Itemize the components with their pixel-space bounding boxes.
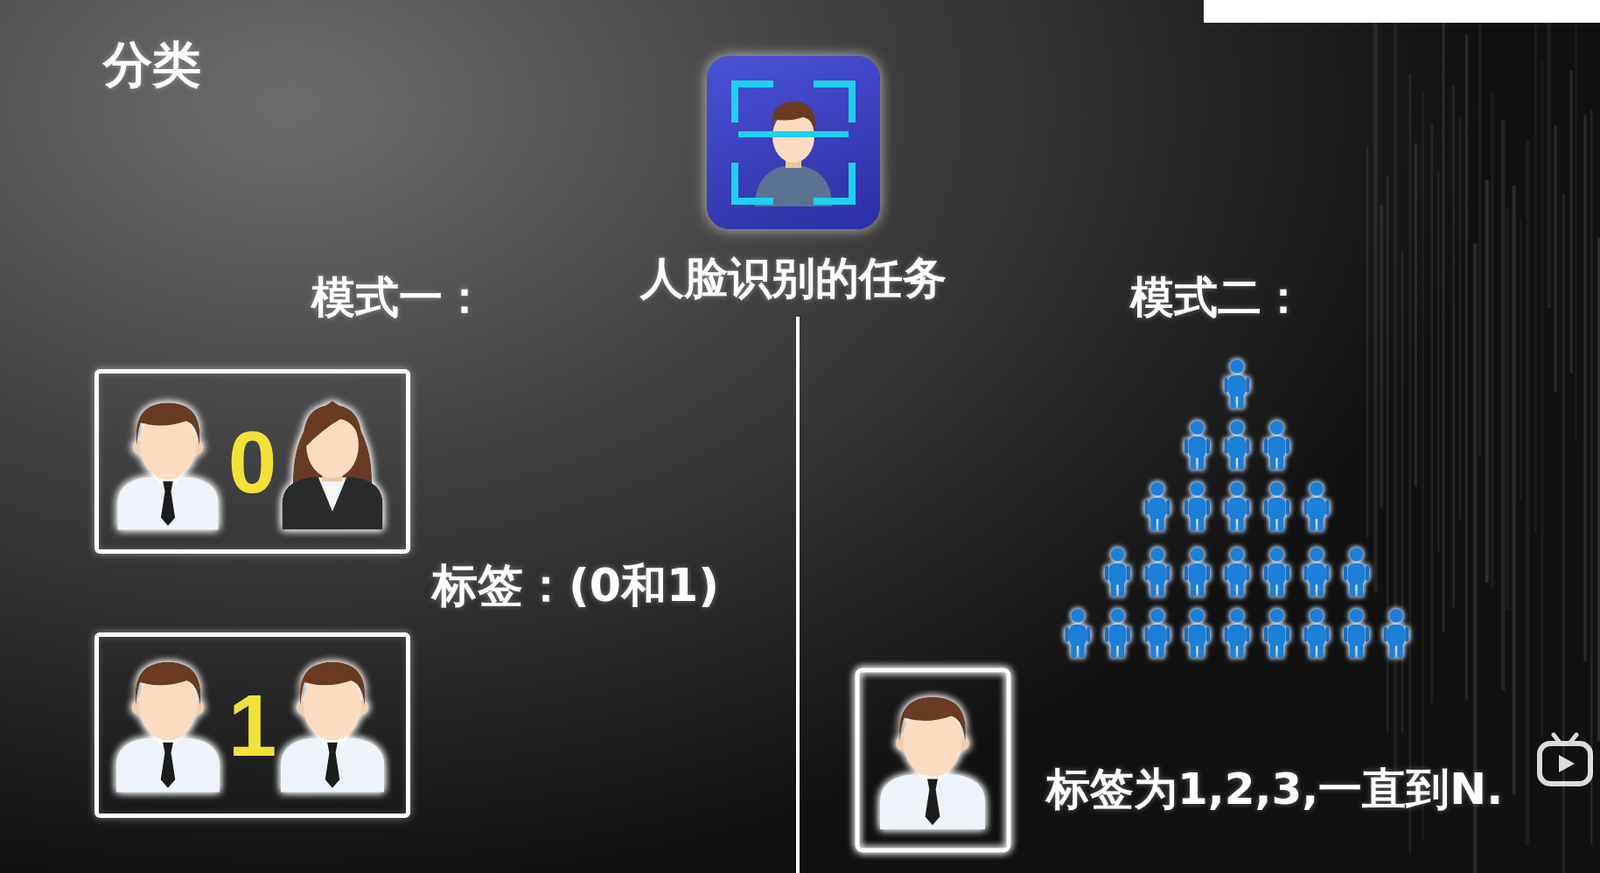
binary-strip xyxy=(1386,176,1389,734)
man-figure xyxy=(118,403,219,531)
app-icon: 人脸识别的任务 xyxy=(706,55,881,230)
binary-strip xyxy=(1525,140,1530,846)
top-bar xyxy=(1203,0,1600,23)
crowd-figure xyxy=(1104,547,1131,597)
crowd-figure xyxy=(1184,482,1210,532)
binary-strip xyxy=(1437,171,1440,552)
label-note: 标签：(0和1) xyxy=(432,558,720,613)
icon-caption: 人脸识别的任务 xyxy=(640,251,947,305)
crowd-figure xyxy=(1383,608,1409,658)
crowd-figure xyxy=(1343,608,1370,658)
crowd-figure xyxy=(1264,547,1290,597)
crowd-figure xyxy=(1223,547,1250,597)
binary-strip xyxy=(1562,194,1566,873)
binary-strip xyxy=(1490,94,1495,589)
crowd-figure xyxy=(1223,608,1250,658)
binary-strip xyxy=(1431,123,1434,703)
binary-strip xyxy=(1414,143,1418,487)
binary-strip xyxy=(1540,60,1544,738)
label-note: 标签为1,2,3,一直到N. xyxy=(1046,762,1503,816)
man-figure xyxy=(280,662,385,793)
binary-strip xyxy=(1505,208,1510,610)
binary-strip xyxy=(1373,20,1378,594)
crowd-figure xyxy=(1144,608,1170,658)
crowd-figure xyxy=(1064,608,1090,658)
crowd-figure xyxy=(1343,547,1370,597)
crowd-figure xyxy=(1303,482,1329,532)
crowd-figure xyxy=(1223,420,1250,470)
crowd-figure xyxy=(1264,608,1290,658)
crowd-figure xyxy=(1104,608,1131,658)
binary-strip xyxy=(1519,217,1523,500)
binary-strip xyxy=(1583,115,1587,662)
binary-strip xyxy=(1409,73,1412,853)
crowd-figure xyxy=(1264,482,1290,532)
mode-heading: 模式一： xyxy=(311,271,487,324)
binary-strip xyxy=(1570,69,1573,373)
binary-strip xyxy=(1441,12,1445,633)
query-face-box xyxy=(857,670,1009,851)
crowd-figure xyxy=(1303,547,1329,597)
crowd-figure xyxy=(1144,547,1170,597)
binary-strip xyxy=(1534,13,1538,533)
crowd-figure xyxy=(1223,359,1250,409)
binary-rain xyxy=(1366,0,1600,873)
binary-strip xyxy=(1393,13,1398,785)
binary-strip xyxy=(1366,146,1369,538)
crowd-figure xyxy=(1144,482,1170,532)
crowd-figure xyxy=(1184,420,1210,470)
crowd-figure xyxy=(1303,608,1329,658)
pair-label-digit: 1 xyxy=(228,681,278,769)
comparison-box: 0 xyxy=(94,369,411,554)
play-badge xyxy=(1539,734,1591,784)
binary-strip xyxy=(1379,204,1384,508)
crowd-figure xyxy=(1264,420,1290,470)
binary-strip xyxy=(1501,119,1506,691)
binary-strip xyxy=(1553,125,1557,392)
slide-title: 分类 xyxy=(103,34,202,94)
binary-strip xyxy=(1574,18,1578,441)
man-figure xyxy=(116,662,220,793)
woman-figure xyxy=(282,400,384,530)
comparison-box: 1 xyxy=(94,632,411,818)
face-scan-glyph xyxy=(706,55,881,230)
binary-strip xyxy=(1512,185,1517,795)
binary-strip xyxy=(1458,118,1461,519)
mode-heading: 模式二： xyxy=(1130,271,1306,324)
binary-strip xyxy=(1421,91,1424,841)
binary-strip xyxy=(1478,6,1482,456)
binary-strip xyxy=(1547,0,1552,308)
binary-strip xyxy=(1465,34,1468,700)
crowd-figure xyxy=(1184,547,1210,597)
binary-strip xyxy=(1401,251,1405,734)
pair-label-digit: 0 xyxy=(228,418,278,506)
man-figure xyxy=(880,697,986,830)
binary-strip xyxy=(1452,84,1455,608)
binary-strip xyxy=(1485,180,1489,583)
binary-strip xyxy=(1597,237,1600,741)
crowd-figure xyxy=(1223,482,1250,532)
people-pyramid xyxy=(1064,359,1409,658)
divider-line xyxy=(796,316,800,873)
crowd-figure xyxy=(1184,608,1210,658)
binary-strip xyxy=(1590,110,1593,845)
